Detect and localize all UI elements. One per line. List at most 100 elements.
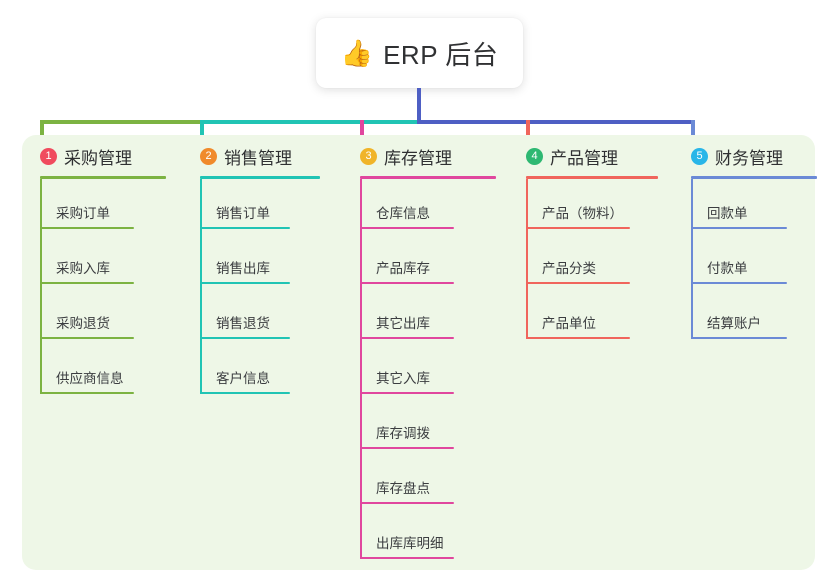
column-badge-purchase: 1 bbox=[40, 147, 57, 165]
column-header-rule-purchase bbox=[40, 176, 166, 179]
column-header-purchase[interactable]: 1 采购管理 bbox=[22, 143, 182, 169]
menu-item-rule bbox=[200, 282, 290, 284]
menu-item[interactable]: 销售订单 bbox=[182, 179, 342, 234]
menu-item-rule bbox=[360, 282, 454, 284]
menu-item-rule bbox=[200, 337, 290, 339]
column-header-rule-product bbox=[526, 176, 658, 179]
menu-item-rule bbox=[360, 557, 454, 559]
column-spine-finance bbox=[691, 179, 693, 339]
menu-item[interactable]: 其它入库 bbox=[342, 344, 508, 399]
menu-item[interactable]: 供应商信息 bbox=[22, 344, 182, 399]
branch-panel: 1 采购管理采购订单采购入库采购退货供应商信息 2 销售管理销售订单销售出库销售退货客… bbox=[22, 135, 818, 570]
menu-item-rule bbox=[200, 227, 290, 229]
menu-item-label: 产品分类 bbox=[542, 261, 596, 276]
thumbs-up-icon: 👍 bbox=[340, 38, 374, 68]
column-body-purchase: 采购订单采购入库采购退货供应商信息 bbox=[22, 179, 182, 399]
menu-item[interactable]: 库存盘点 bbox=[342, 454, 508, 509]
column-spine-purchase bbox=[40, 179, 42, 394]
menu-item[interactable]: 结算账户 bbox=[673, 289, 818, 344]
column-title-purchase: 采购管理 bbox=[64, 148, 132, 168]
menu-item-rule bbox=[40, 392, 134, 394]
column-sales: 2 销售管理销售订单销售出库销售退货客户信息 bbox=[182, 143, 342, 399]
connector-drop-finance bbox=[691, 120, 695, 143]
menu-item[interactable]: 仓库信息 bbox=[342, 179, 508, 234]
menu-item-label: 其它出库 bbox=[376, 316, 430, 331]
menu-item-rule bbox=[691, 337, 787, 339]
menu-item-rule bbox=[360, 447, 454, 449]
menu-item[interactable]: 采购退货 bbox=[22, 289, 182, 344]
column-title-product: 产品管理 bbox=[550, 148, 618, 168]
column-badge-finance: 5 bbox=[691, 147, 708, 165]
connector-hbar-3 bbox=[417, 120, 695, 124]
menu-item-label: 销售订单 bbox=[216, 206, 270, 221]
column-header-product[interactable]: 4 产品管理 bbox=[508, 143, 673, 169]
column-badge-inventory: 3 bbox=[360, 147, 377, 165]
menu-item-rule bbox=[360, 392, 454, 394]
column-header-sales[interactable]: 2 销售管理 bbox=[182, 143, 342, 169]
menu-item-rule bbox=[691, 282, 787, 284]
menu-item[interactable]: 产品（物料） bbox=[508, 179, 673, 234]
menu-item[interactable]: 产品库存 bbox=[342, 234, 508, 289]
menu-item[interactable]: 客户信息 bbox=[182, 344, 342, 399]
menu-item[interactable]: 采购入库 bbox=[22, 234, 182, 289]
connector-drop-inventory bbox=[360, 120, 364, 143]
column-title-sales: 销售管理 bbox=[224, 148, 292, 168]
column-badge-product: 4 bbox=[526, 147, 543, 165]
menu-item-rule bbox=[40, 282, 134, 284]
menu-item[interactable]: 产品单位 bbox=[508, 289, 673, 344]
column-body-product: 产品（物料） 产品分类产品单位 bbox=[508, 179, 673, 344]
column-title-inventory: 库存管理 bbox=[384, 148, 452, 168]
menu-item-label: 付款单 bbox=[707, 261, 748, 276]
menu-item-label: 产品库存 bbox=[376, 261, 430, 276]
column-title-finance: 财务管理 bbox=[715, 148, 783, 168]
menu-item-rule bbox=[526, 282, 630, 284]
menu-item[interactable]: 付款单 bbox=[673, 234, 818, 289]
menu-item-label: 库存盘点 bbox=[376, 481, 430, 496]
menu-item-label: 采购入库 bbox=[56, 261, 110, 276]
column-inventory: 3 库存管理仓库信息产品库存其它出库其它入库库存调拨库存盘点出库库明细 bbox=[342, 143, 508, 564]
column-finance: 5 财务管理回款单付款单结算账户 bbox=[673, 143, 818, 344]
connector-hbar-2 bbox=[200, 120, 421, 124]
menu-item-label: 销售退货 bbox=[216, 316, 270, 331]
connector-drop-product bbox=[526, 120, 530, 143]
column-spine-product bbox=[526, 179, 528, 339]
menu-item-rule bbox=[200, 392, 290, 394]
column-body-finance: 回款单付款单结算账户 bbox=[673, 179, 818, 344]
menu-item-label: 客户信息 bbox=[216, 371, 270, 386]
column-spine-inventory bbox=[360, 179, 362, 559]
menu-item[interactable]: 产品分类 bbox=[508, 234, 673, 289]
menu-item-label: 仓库信息 bbox=[376, 206, 430, 221]
column-badge-sales: 2 bbox=[200, 147, 217, 165]
menu-item[interactable]: 销售出库 bbox=[182, 234, 342, 289]
connector-root-stem bbox=[417, 88, 421, 124]
menu-item[interactable]: 库存调拨 bbox=[342, 399, 508, 454]
menu-item[interactable]: 采购订单 bbox=[22, 179, 182, 234]
connector-hbar-1 bbox=[40, 120, 204, 124]
menu-item-label: 采购退货 bbox=[56, 316, 110, 331]
menu-item[interactable]: 出库库明细 bbox=[342, 509, 508, 564]
column-product: 4 产品管理产品（物料） 产品分类产品单位 bbox=[508, 143, 673, 344]
column-header-rule-sales bbox=[200, 176, 320, 179]
menu-item-rule bbox=[40, 337, 134, 339]
menu-item-label: 出库库明细 bbox=[376, 536, 444, 551]
column-header-finance[interactable]: 5 财务管理 bbox=[673, 143, 818, 169]
connector-drop-purchase bbox=[40, 120, 44, 143]
menu-item-label: 回款单 bbox=[707, 206, 748, 221]
column-header-inventory[interactable]: 3 库存管理 bbox=[342, 143, 508, 169]
root-title-card[interactable]: 👍 ERP 后台 bbox=[316, 18, 523, 88]
menu-item[interactable]: 销售退货 bbox=[182, 289, 342, 344]
connector-drop-sales bbox=[200, 120, 204, 143]
menu-item-label: 销售出库 bbox=[216, 261, 270, 276]
column-spine-sales bbox=[200, 179, 202, 394]
root-title-label: ERP 后台 bbox=[383, 39, 499, 70]
menu-item[interactable]: 其它出库 bbox=[342, 289, 508, 344]
menu-item[interactable]: 回款单 bbox=[673, 179, 818, 234]
menu-item-label: 供应商信息 bbox=[56, 371, 124, 386]
menu-item-label: 产品单位 bbox=[542, 316, 596, 331]
menu-item-rule bbox=[526, 227, 630, 229]
menu-item-rule bbox=[40, 227, 134, 229]
menu-item-label: 结算账户 bbox=[707, 316, 761, 331]
column-purchase: 1 采购管理采购订单采购入库采购退货供应商信息 bbox=[22, 143, 182, 399]
menu-item-label: 其它入库 bbox=[376, 371, 430, 386]
menu-item-rule bbox=[360, 337, 454, 339]
